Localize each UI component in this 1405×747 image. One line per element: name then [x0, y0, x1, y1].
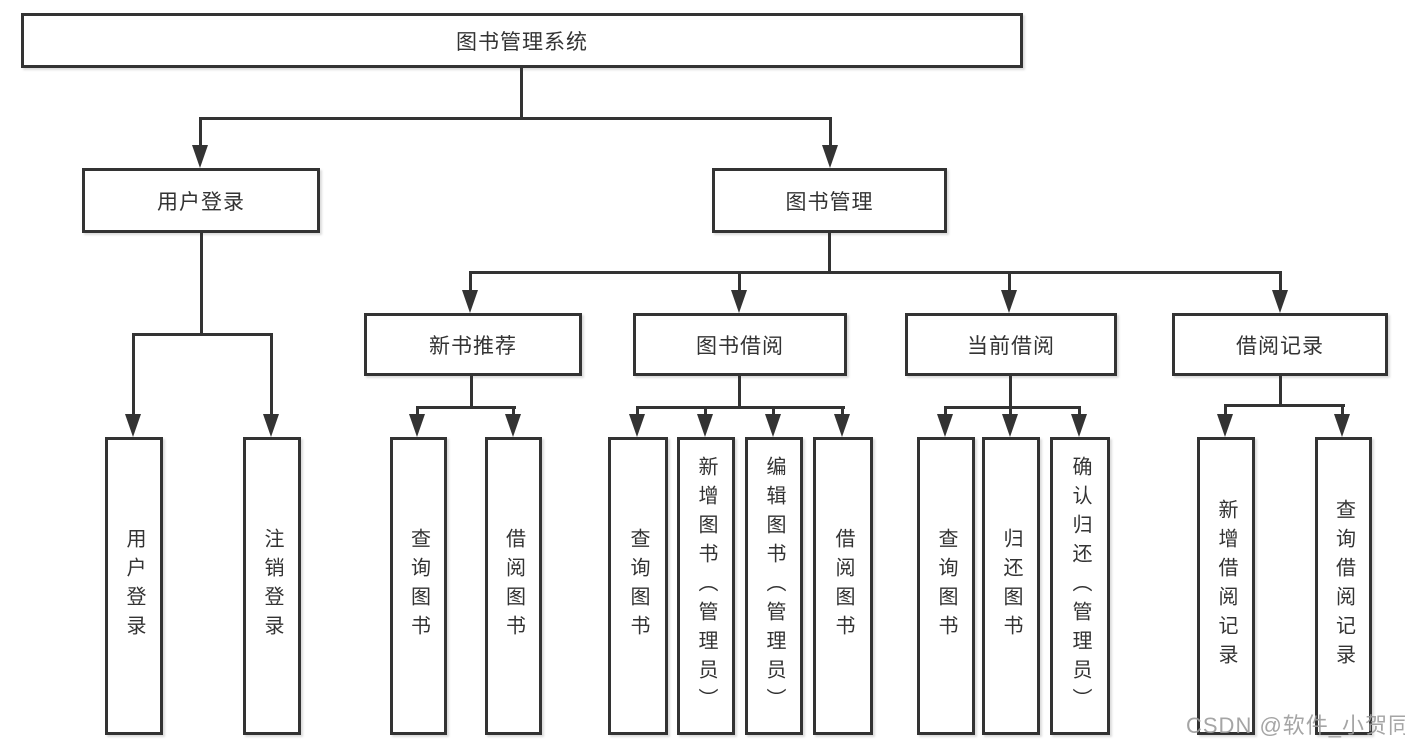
node-label: 查询图书 [407, 528, 430, 644]
arrowhead-icon [1334, 414, 1350, 437]
node-label: 用户登录 [157, 190, 245, 214]
connector-line [416, 406, 516, 409]
node-leaf-user-login: 用户登录 [105, 437, 163, 735]
connector-line [1341, 404, 1344, 418]
arrowhead-icon [1272, 290, 1288, 313]
arrowhead-icon [629, 414, 645, 437]
connector-line [772, 406, 775, 418]
connector-line [470, 271, 1282, 274]
connector-line [704, 406, 707, 418]
node-label: 借阅记录 [1236, 334, 1324, 358]
connector-line [200, 233, 203, 335]
connector-line [132, 333, 273, 336]
connector-line [199, 117, 202, 149]
node-label: 查询图书 [935, 528, 957, 644]
connector-line [520, 68, 523, 119]
arrowhead-icon [1002, 414, 1018, 437]
node-leaf-newbook-borrow: 借阅图书 [485, 437, 542, 735]
connector-line [1009, 406, 1012, 418]
connector-line [738, 271, 741, 293]
arrowhead-icon [505, 414, 521, 437]
node-label: 借阅图书 [502, 528, 525, 644]
connector-line [636, 406, 845, 409]
connector-line [512, 406, 515, 418]
arrowhead-icon [1071, 414, 1087, 437]
node-leaf-newbook-query: 查询图书 [390, 437, 447, 735]
node-label: 用户登录 [123, 528, 145, 644]
node-root: 图书管理系统 [21, 13, 1023, 68]
node-label: 编辑图书（管理员） [763, 455, 785, 717]
node-user-login: 用户登录 [82, 168, 320, 233]
connector-line [1008, 271, 1011, 293]
node-label: 注销登录 [261, 528, 283, 644]
node-leaf-current-confirm: 确认归还（管理员） [1050, 437, 1110, 735]
connector-line [1009, 376, 1012, 408]
connector-line [841, 406, 844, 418]
connector-line [416, 406, 419, 418]
node-leaf-borrow-query: 查询图书 [608, 437, 668, 735]
node-label: 新增图书（管理员） [695, 455, 717, 717]
node-label: 图书管理系统 [456, 30, 588, 54]
node-leaf-record-query: 查询借阅记录 [1315, 437, 1372, 735]
node-leaf-borrow-edit: 编辑图书（管理员） [745, 437, 803, 735]
node-book-management: 图书管理 [712, 168, 947, 233]
connector-line [470, 376, 473, 408]
connector-line [944, 406, 947, 418]
node-leaf-logout: 注销登录 [243, 437, 301, 735]
arrowhead-icon [937, 414, 953, 437]
node-label: 借阅图书 [832, 528, 854, 644]
connector-line [1078, 406, 1081, 418]
node-leaf-record-add: 新增借阅记录 [1197, 437, 1255, 735]
node-borrow-records: 借阅记录 [1172, 313, 1388, 376]
connector-line [1279, 376, 1282, 406]
arrowhead-icon [1217, 414, 1233, 437]
arrowhead-icon [192, 145, 208, 168]
node-leaf-current-return: 归还图书 [982, 437, 1040, 735]
node-label: 查询借阅记录 [1332, 499, 1355, 673]
node-label: 新增借阅记录 [1215, 499, 1237, 673]
arrowhead-icon [697, 414, 713, 437]
node-label: 归还图书 [1000, 528, 1022, 644]
arrowhead-icon [731, 290, 747, 313]
arrowhead-icon [1001, 290, 1017, 313]
node-leaf-borrow-borrow: 借阅图书 [813, 437, 873, 735]
arrowhead-icon [822, 145, 838, 168]
node-book-borrowing: 图书借阅 [633, 313, 847, 376]
node-label: 确认归还（管理员） [1069, 455, 1091, 717]
arrowhead-icon [765, 414, 781, 437]
arrowhead-icon [462, 290, 478, 313]
connector-line [132, 333, 135, 417]
connector-line [469, 271, 472, 293]
connector-line [738, 376, 741, 408]
connector-line [636, 406, 639, 418]
node-leaf-current-query: 查询图书 [917, 437, 975, 735]
arrowhead-icon [125, 414, 141, 437]
connector-line [1279, 271, 1282, 293]
node-new-book-recommend: 新书推荐 [364, 313, 582, 376]
arrowhead-icon [263, 414, 279, 437]
node-label: 新书推荐 [429, 334, 517, 358]
arrowhead-icon [409, 414, 425, 437]
connector-line [944, 406, 1081, 409]
connector-line [1224, 404, 1345, 407]
node-label: 图书管理 [785, 190, 874, 214]
connector-line [270, 333, 273, 417]
connector-line [829, 117, 832, 149]
node-label: 图书借阅 [696, 334, 784, 358]
connector-line [199, 117, 832, 120]
watermark: CSDN @软件_小贺同学 [1186, 713, 1405, 738]
connector-line [1224, 404, 1227, 418]
connector-line [828, 233, 831, 273]
node-current-borrowing: 当前借阅 [905, 313, 1117, 376]
node-leaf-borrow-add: 新增图书（管理员） [677, 437, 735, 735]
arrowhead-icon [834, 414, 850, 437]
node-label: 当前借阅 [967, 334, 1055, 358]
node-label: 查询图书 [627, 528, 649, 644]
